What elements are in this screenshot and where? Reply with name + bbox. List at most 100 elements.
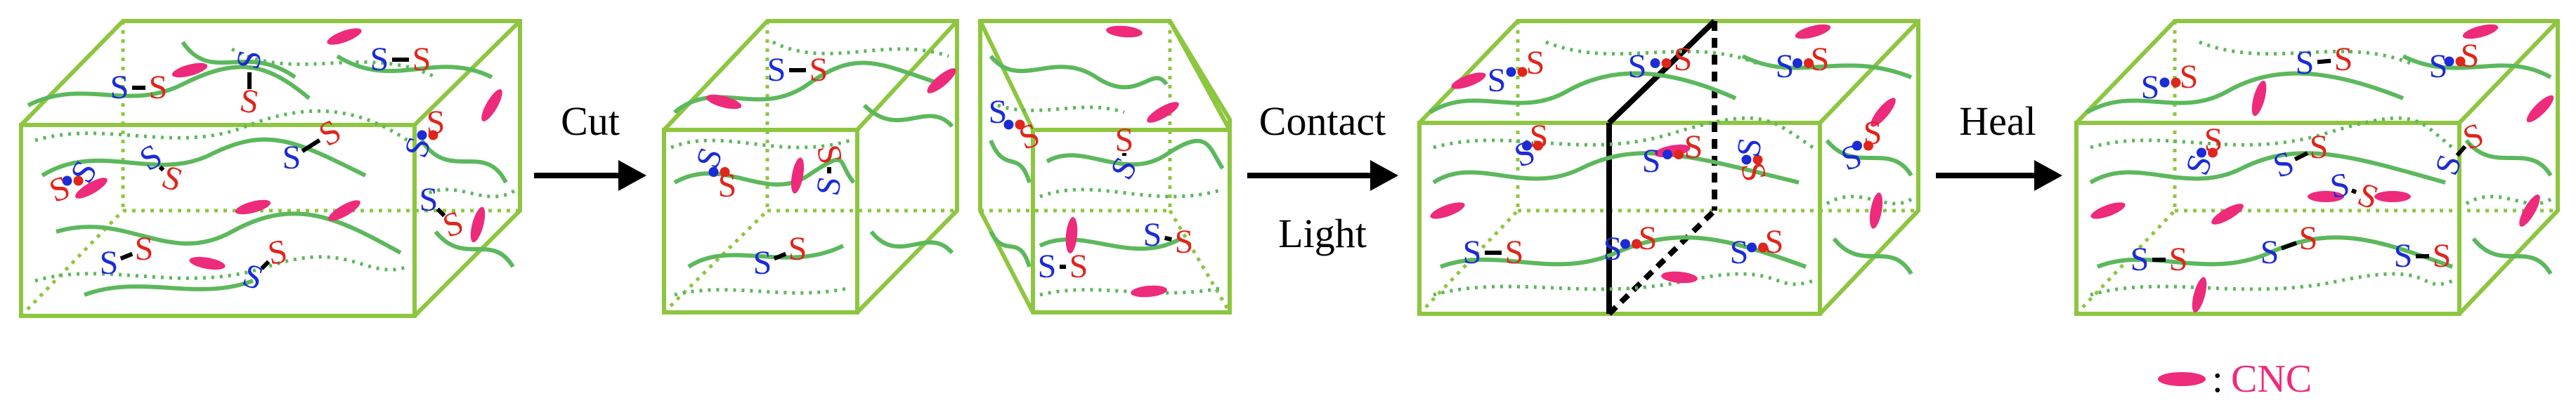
- disulfide-bond: [2280, 241, 2298, 251]
- radical-dot-red: [1804, 58, 1814, 68]
- sulfur-atom-blue: S: [1776, 48, 1795, 85]
- label-light: Light: [1278, 211, 1367, 256]
- label-heal: Heal: [1959, 98, 2036, 144]
- sulfur-atom-red: S: [1733, 159, 1774, 185]
- radical-dot-red: [1015, 119, 1025, 130]
- box-original: [19, 19, 522, 318]
- sulfur-atom-red: S: [1014, 116, 1044, 157]
- sulfur-atom-red: S: [1115, 121, 1134, 159]
- legend-cnc-swatch: [2158, 372, 2206, 386]
- sulfur-atom-blue: S: [2394, 237, 2413, 274]
- sulfur-atom-blue: S: [2268, 144, 2298, 185]
- legend-cnc-label: CNC: [2231, 357, 2312, 401]
- disulfide-pair: SS: [689, 143, 736, 204]
- legend: : CNC: [2158, 357, 2312, 401]
- disulfide-pair: SS: [989, 93, 1045, 157]
- radical-dot-blue: [1793, 58, 1802, 68]
- sulfur-atom-blue: S: [2429, 48, 2448, 85]
- sulfur-atom-blue: S: [1730, 234, 1749, 271]
- disulfide-pair: SS: [1729, 135, 1774, 185]
- sulfur-atom-blue: S: [1642, 143, 1661, 180]
- disulfide-pair: SS: [238, 232, 290, 298]
- sulfur-atom-blue: S: [2260, 234, 2279, 271]
- sulfur-atom-red: S: [1526, 44, 1545, 81]
- sulfur-atom-red: S: [2461, 37, 2480, 74]
- sulfur-atom-blue: S: [989, 93, 1008, 131]
- arrow-heal: [1936, 160, 2062, 191]
- box-healed: [2074, 19, 2560, 316]
- radical-dot-blue: [1620, 239, 1630, 249]
- radical-dot-blue: [1650, 58, 1660, 68]
- disulfide-bond: [1164, 235, 1173, 242]
- radical-dot-blue: [417, 130, 427, 140]
- sulfur-atom-red: S: [2180, 58, 2199, 95]
- sulfur-atom-red: S: [809, 51, 828, 88]
- disulfide-bond: [773, 251, 787, 261]
- sulfur-atom-blue: S: [370, 41, 389, 78]
- disulfide-pair: SS: [1509, 118, 1548, 175]
- sulfur-atom-blue: S: [110, 69, 129, 106]
- label-contact: Contact: [1259, 98, 1386, 144]
- disulfide-pair: SS: [134, 137, 188, 199]
- radical-dot-red: [2455, 56, 2466, 67]
- sulfur-atom-blue: S: [2131, 241, 2149, 278]
- disulfide-pair: SS: [1836, 114, 1882, 178]
- radical-dot-red: [1758, 242, 1768, 253]
- sulfur-atom-blue: S: [1038, 248, 1057, 285]
- sulfur-atom-red: S: [1684, 128, 1703, 166]
- arrow-contact: [1247, 160, 1398, 191]
- sulfur-atom-red: S: [149, 69, 168, 106]
- disulfide-bond: [2350, 188, 2357, 194]
- disulfide-bond: [2294, 151, 2309, 161]
- radical-dot-blue: [708, 167, 719, 177]
- sulfur-atom-blue: S: [753, 244, 772, 282]
- sulfur-atom-red: S: [412, 41, 431, 78]
- sulfur-atom-red: S: [2433, 237, 2452, 274]
- radical-dot-blue: [62, 176, 72, 186]
- sulfur-atom-red: S: [718, 167, 737, 204]
- sulfur-atom-red: S: [1811, 41, 1830, 78]
- radical-dot-red: [1863, 140, 1873, 151]
- legend-colon: :: [2212, 357, 2223, 401]
- radical-dot-blue: [2159, 77, 2170, 88]
- radical-dot-blue: [1663, 150, 1672, 159]
- radical-dot-blue: [1747, 242, 1757, 253]
- radical-dot-red: [2171, 77, 2181, 88]
- box-contact: [1417, 19, 1920, 316]
- radical-dot-red: [1661, 58, 1672, 68]
- disulfide-bond: [301, 138, 321, 153]
- radical-dot-red: [720, 167, 730, 177]
- radical-dot-blue: [2444, 56, 2454, 67]
- radical-dot-red: [1752, 154, 1763, 165]
- radical-dot-red: [428, 130, 438, 140]
- sulfur-atom-blue: S: [809, 173, 849, 199]
- sulfur-atom-blue: S: [1488, 62, 1507, 99]
- disulfide-bond: [2455, 145, 2467, 157]
- sulfur-atom-red: S: [1863, 114, 1882, 152]
- sulfur-atom-red: S: [1674, 41, 1693, 78]
- radical-dot-blue: [1003, 119, 1014, 130]
- radical-dot-blue: [1522, 140, 1532, 151]
- sulfur-atom-blue: S: [1463, 234, 1482, 271]
- sulfur-atom-red: S: [1530, 118, 1549, 155]
- sulfur-atom-blue: S: [2141, 69, 2160, 106]
- sulfur-atom-red: S: [2310, 128, 2329, 166]
- radical-dot-red: [1674, 150, 1684, 159]
